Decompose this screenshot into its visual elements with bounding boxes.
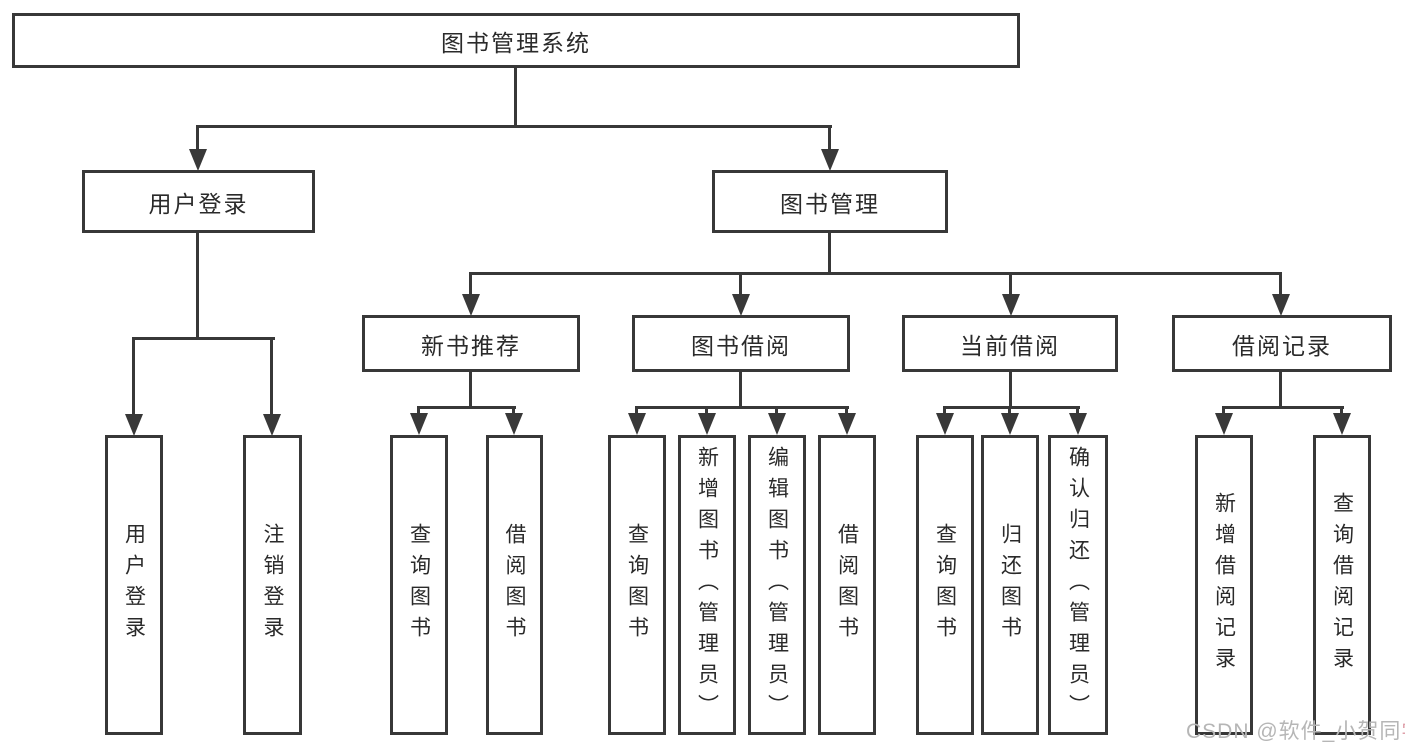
node-label: 当前借阅 xyxy=(960,332,1060,359)
connector-leaf xyxy=(635,406,638,416)
node-label: 借阅图书 xyxy=(835,523,859,647)
arrow-down-icon xyxy=(1272,294,1290,316)
leaf-user-login: 用户登录 xyxy=(105,435,163,735)
node-current-borrow: 当前借阅 xyxy=(902,315,1118,372)
connector-borrow-bar xyxy=(635,406,849,409)
connector-current-bar xyxy=(943,406,1080,409)
arrow-down-icon xyxy=(768,413,786,435)
leaf-rec-query-book: 查询图书 xyxy=(390,435,448,735)
arrow-down-icon xyxy=(1069,413,1087,435)
leaf-hist-add-record: 新增借阅记录 xyxy=(1195,435,1253,735)
connector-leaf xyxy=(845,406,848,416)
arrow-down-icon xyxy=(821,149,839,171)
connector-leaf xyxy=(705,406,708,416)
arrow-down-icon xyxy=(462,294,480,316)
arrow-down-icon xyxy=(189,149,207,171)
connector-to-user-login xyxy=(196,125,199,153)
arrow-down-icon xyxy=(1215,413,1233,435)
connector-history-stem xyxy=(1279,370,1282,409)
arrow-down-icon xyxy=(263,414,281,436)
node-label: 确认归还（管理员） xyxy=(1066,445,1090,725)
connector-leaf xyxy=(1008,406,1011,416)
node-label: 新书推荐 xyxy=(421,332,521,359)
connector-root-bar xyxy=(196,125,832,128)
connector-leaf xyxy=(943,406,946,416)
connector-rec-stem xyxy=(469,370,472,409)
arrow-down-icon xyxy=(1333,413,1351,435)
leaf-rec-borrow-book: 借阅图书 xyxy=(486,435,543,735)
connector-current-stem xyxy=(1009,370,1012,409)
connector-rec-bar xyxy=(417,406,516,409)
arrow-down-icon xyxy=(698,413,716,435)
node-system-root: 图书管理系统 xyxy=(12,13,1020,68)
connector-leaf xyxy=(1222,406,1225,416)
node-label: 查询图书 xyxy=(625,523,649,647)
watermark-text: CSDN @软件_小贺同 xyxy=(1186,720,1402,743)
connector-mgmt-bar xyxy=(469,272,1282,275)
connector-login-stem xyxy=(196,231,199,339)
node-label: 图书管理系统 xyxy=(441,29,591,56)
arrow-down-icon xyxy=(628,413,646,435)
arrow-down-icon xyxy=(838,413,856,435)
arrow-down-icon xyxy=(1001,413,1019,435)
node-book-borrow: 图书借阅 xyxy=(632,315,850,372)
node-label: 图书借阅 xyxy=(691,332,791,359)
connector-history-bar xyxy=(1222,406,1344,409)
node-label: 查询借阅记录 xyxy=(1330,492,1354,678)
node-label: 编辑图书（管理员） xyxy=(765,445,789,725)
connector-root-stem xyxy=(514,66,517,127)
node-book-mgmt: 图书管理 xyxy=(712,170,948,233)
connector-to-book-borrow xyxy=(739,272,742,295)
node-label: 查询图书 xyxy=(407,523,431,647)
connector-to-leaf-login xyxy=(132,337,135,415)
leaf-cur-return-book: 归还图书 xyxy=(981,435,1039,735)
csdn-watermark: CSDN @软件_小贺同学 xyxy=(1186,715,1405,745)
leaf-cur-query-book: 查询图书 xyxy=(916,435,974,735)
connector-leaf xyxy=(775,406,778,416)
node-label: 用户登录 xyxy=(148,190,249,217)
connector-to-new-book xyxy=(469,272,472,295)
connector-to-current-borrow xyxy=(1009,272,1012,295)
node-borrow-history: 借阅记录 xyxy=(1172,315,1392,372)
node-label: 注销登录 xyxy=(261,523,284,647)
leaf-borrow-borrow-book: 借阅图书 xyxy=(818,435,876,735)
connector-leaf xyxy=(1076,406,1079,416)
leaf-hist-query-record: 查询借阅记录 xyxy=(1313,435,1371,735)
node-label: 借阅图书 xyxy=(503,523,526,647)
connector-leaf xyxy=(1340,406,1343,416)
connector-mgmt-stem xyxy=(828,231,831,275)
arrow-down-icon xyxy=(505,413,523,435)
arrow-down-icon xyxy=(732,294,750,316)
node-label: 用户登录 xyxy=(122,523,146,647)
connector-to-borrow-history xyxy=(1279,272,1282,295)
leaf-borrow-add-book: 新增图书（管理员） xyxy=(678,435,736,735)
leaf-borrow-query-book: 查询图书 xyxy=(608,435,666,735)
node-label: 借阅记录 xyxy=(1232,332,1332,359)
arrow-down-icon xyxy=(936,413,954,435)
arrow-down-icon xyxy=(1002,294,1020,316)
leaf-logout: 注销登录 xyxy=(243,435,302,735)
node-label: 归还图书 xyxy=(998,523,1022,647)
watermark-accent-char: 学 xyxy=(1401,720,1405,743)
node-new-book-rec: 新书推荐 xyxy=(362,315,580,372)
node-label: 新增图书（管理员） xyxy=(695,445,719,725)
node-user-login: 用户登录 xyxy=(82,170,315,233)
node-label: 查询图书 xyxy=(933,523,957,647)
leaf-borrow-edit-book: 编辑图书（管理员） xyxy=(748,435,806,735)
connector-login-bar xyxy=(132,337,275,340)
arrow-down-icon xyxy=(410,413,428,435)
connector-to-leaf-logout xyxy=(270,337,273,415)
connector-leaf xyxy=(417,406,420,416)
leaf-cur-confirm-return: 确认归还（管理员） xyxy=(1048,435,1108,735)
connector-to-book-mgmt xyxy=(828,125,831,153)
arrow-down-icon xyxy=(125,414,143,436)
connector-leaf xyxy=(512,406,515,416)
node-label: 图书管理 xyxy=(780,190,880,217)
node-label: 新增借阅记录 xyxy=(1212,492,1236,678)
connector-borrow-stem xyxy=(739,370,742,409)
